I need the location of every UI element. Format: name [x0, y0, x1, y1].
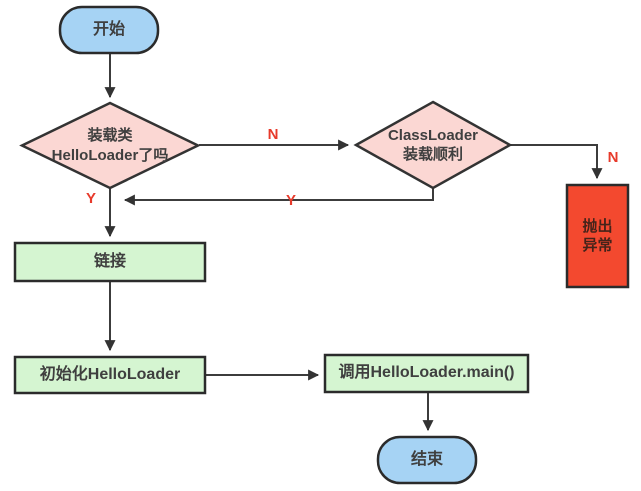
decision-classloader-ok-shape: [353, 100, 513, 190]
start-terminal-shape: [58, 5, 160, 55]
decision-check-loaded-shape: [19, 101, 201, 190]
process-call-main-shape: [323, 353, 530, 394]
edge-classloader-no-to-throw: [510, 144, 603, 180]
edge-classloader-yes-return: [123, 188, 434, 206]
end-terminal-shape: [376, 435, 478, 485]
throw-exception-shape: [565, 183, 630, 289]
process-link-shape: [13, 241, 207, 283]
process-init-shape: [13, 355, 207, 395]
